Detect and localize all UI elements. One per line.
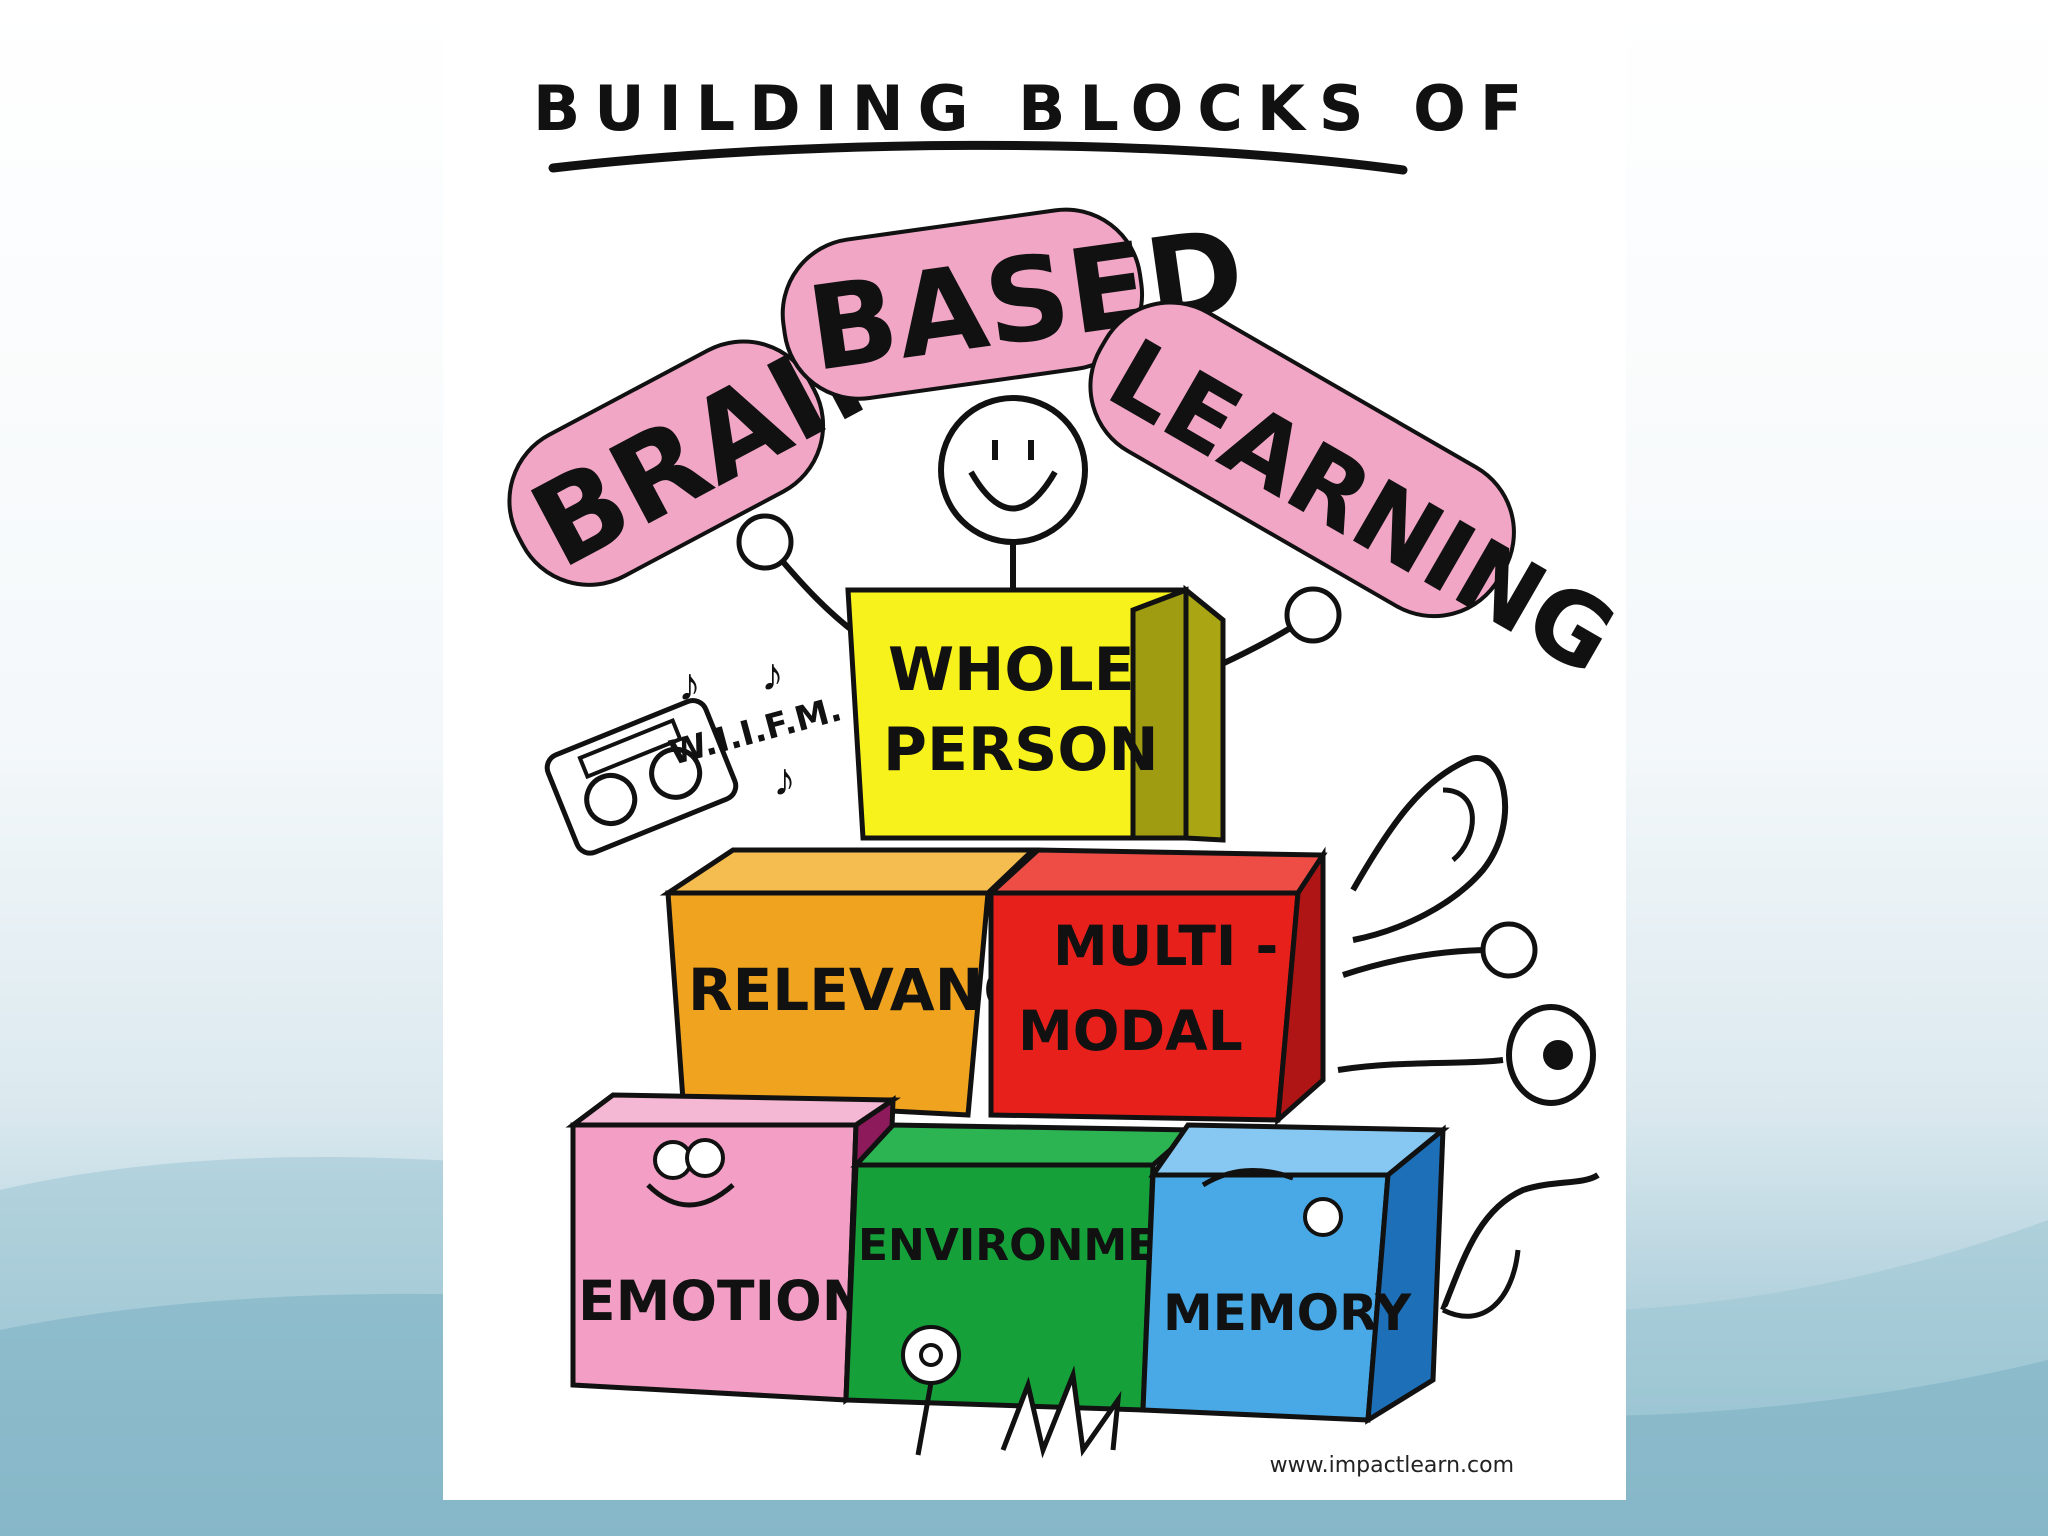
- memory-text: MEMORY: [1163, 1284, 1412, 1342]
- flower-icon: [901, 1325, 961, 1456]
- block-whole-person: WHOLE PERSON: [845, 584, 1226, 843]
- hand-icon: [1342, 921, 1538, 979]
- block-memory: MEMORY: [1140, 1122, 1450, 1425]
- poster-illustration: BUILDING BLOCKS OF BRAIN BASED LEARNING: [507, 72, 1626, 1459]
- hand-icon: [736, 513, 1342, 644]
- multimodal-line-2: MODAL: [1018, 999, 1243, 1063]
- stick-figure-icon: [770, 395, 1305, 693]
- whole-person-line-1: WHOLE: [888, 635, 1135, 705]
- multimodal-line-1: MULTI -: [1053, 914, 1278, 978]
- svg-text:♪: ♪: [773, 753, 796, 805]
- music-notes-icon: ♪ ♪ ♪: [678, 648, 796, 805]
- credit-text: www.impactlearn.com: [1269, 1453, 1514, 1478]
- whole-person-line-2: PERSON: [883, 715, 1159, 785]
- poster-card: BUILDING BLOCKS OF BRAIN BASED LEARNING: [443, 0, 1626, 1500]
- svg-text:♪: ♪: [761, 648, 784, 700]
- nose-icon: [1440, 1172, 1600, 1319]
- block-multimodal: MULTI - MODAL: [984, 846, 1328, 1127]
- svg-text:♪: ♪: [678, 658, 701, 710]
- grass-icon: [1000, 1365, 1122, 1459]
- header-underline: [548, 140, 1408, 175]
- header-text: BUILDING BLOCKS OF: [533, 72, 1536, 145]
- ear-icon: [1350, 755, 1508, 943]
- radio-icon: [544, 698, 739, 856]
- eye-icon: [1337, 1004, 1596, 1106]
